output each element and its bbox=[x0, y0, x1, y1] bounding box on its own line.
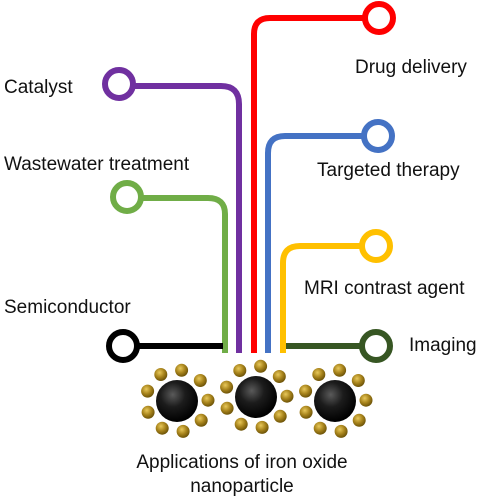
nanoparticle-shell-dot bbox=[155, 421, 169, 435]
nanoparticle-shell-dot bbox=[359, 393, 373, 407]
nanoparticle-shell-dot bbox=[194, 413, 208, 427]
nanoparticle-shell-dot bbox=[333, 363, 347, 377]
nanoparticle-shell-dot bbox=[220, 380, 234, 394]
label-catalyst: Catalyst bbox=[4, 77, 73, 98]
nanoparticle-shell-dot bbox=[299, 405, 313, 419]
label-drug-delivery: Drug delivery bbox=[355, 57, 467, 78]
caption-line-2: nanoparticle bbox=[190, 476, 294, 497]
nanoparticle-shell-dot bbox=[352, 413, 366, 427]
nanoparticle-shell-dot bbox=[272, 370, 286, 383]
wastewater-treatment-connector bbox=[140, 195, 228, 353]
nanoparticle-shell-dot bbox=[193, 374, 207, 387]
nanoparticle-shell-dot bbox=[351, 374, 365, 387]
drug-delivery-terminal bbox=[362, 1, 396, 35]
semiconductor-terminal bbox=[106, 329, 140, 363]
nanoparticle-shell-dot bbox=[154, 368, 168, 381]
nanoparticle-shell-dot bbox=[201, 393, 215, 407]
drug-delivery-connector bbox=[251, 15, 364, 353]
nanoparticle-core-2 bbox=[235, 376, 277, 418]
label-wastewater-treatment: Wastewater treatment bbox=[4, 154, 190, 175]
nanoparticle-shell-dot bbox=[273, 409, 287, 423]
nanoparticle-shell-dot bbox=[176, 424, 190, 438]
nanoparticle-shell-dot bbox=[175, 363, 189, 377]
nanoparticle-shell-dot bbox=[220, 401, 234, 415]
nanoparticle-core-3 bbox=[314, 380, 356, 422]
catalyst-connector bbox=[131, 83, 242, 353]
nanoparticle-shell-dot bbox=[334, 424, 348, 438]
imaging-terminal bbox=[359, 329, 393, 363]
nanoparticle-shell-dot bbox=[299, 384, 313, 398]
targeted-therapy-terminal bbox=[361, 119, 395, 153]
nanoparticle-shell-dot bbox=[280, 389, 294, 403]
nanoparticle-shell-dot bbox=[313, 421, 327, 435]
mri-contrast-agent-terminal bbox=[359, 229, 393, 263]
nanoparticle-core-1 bbox=[156, 380, 198, 422]
label-mri-contrast-agent: MRI contrast agent bbox=[304, 278, 465, 299]
nanoparticle-shell-dot bbox=[312, 368, 326, 381]
nanoparticle-shell-dot bbox=[141, 405, 155, 419]
label-semiconductor: Semiconductor bbox=[4, 297, 131, 318]
nanoparticle-shell-dot bbox=[254, 359, 268, 373]
caption-line-1: Applications of iron oxide bbox=[136, 452, 348, 473]
label-targeted-therapy: Targeted therapy bbox=[317, 160, 460, 181]
nanoparticle-shell-dot bbox=[233, 364, 247, 377]
nanoparticle-group bbox=[141, 359, 373, 438]
label-imaging: Imaging bbox=[409, 335, 477, 356]
wastewater-treatment-terminal bbox=[110, 180, 144, 214]
nanoparticle-shell-dot bbox=[234, 417, 248, 431]
targeted-therapy-connector bbox=[265, 133, 362, 353]
nanoparticle-shell-dot bbox=[141, 384, 155, 398]
mri-contrast-agent-connector bbox=[280, 243, 362, 353]
nanoparticle-shell-dot bbox=[255, 420, 269, 434]
catalyst-terminal bbox=[102, 67, 136, 101]
